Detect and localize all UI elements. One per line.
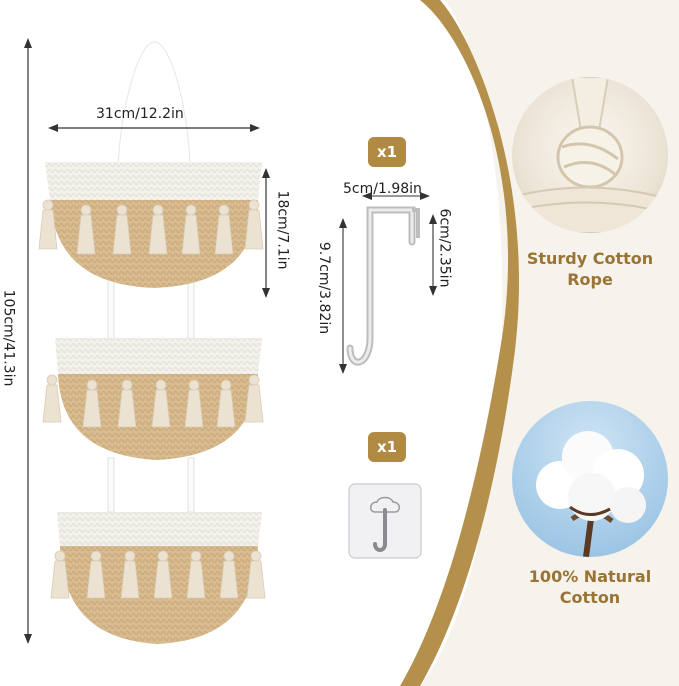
adhesive-hook-illustration (348, 483, 422, 559)
hook-quantity-badge: x1 (368, 137, 406, 167)
feature-label-cotton: 100% Natural Cotton (510, 566, 670, 608)
total-height-arrow (24, 38, 32, 644)
hanging-baskets-illustration (24, 38, 270, 644)
feature-label-cotton-line1: 100% Natural (528, 567, 652, 586)
adhesive-hook-quantity-badge: x1 (368, 432, 406, 462)
feature-label-rope: Sturdy Cotton Rope (510, 248, 670, 290)
basket-height-arrow (262, 168, 270, 298)
hook-height-label: 9.7cm/3.82in (316, 241, 333, 335)
over-door-hook-illustration (339, 192, 437, 374)
total-height-label: 105cm/41.3in (0, 289, 17, 387)
hook-width-label: 5cm/1.98in (343, 181, 422, 197)
feature-label-cotton-line2: Cotton (559, 588, 621, 607)
feature-label-rope-line2: Rope (567, 270, 613, 289)
cotton-boll-photo (512, 401, 668, 557)
basket-height-label: 18cm/7.1in (274, 190, 291, 270)
feature-label-rope-line1: Sturdy Cotton (526, 249, 654, 268)
hook-depth-label: 6cm/2.35in (436, 208, 453, 288)
basket-width-arrow (48, 124, 260, 132)
cotton-rope-photo (512, 77, 668, 233)
basket-width-label: 31cm/12.2in (96, 106, 184, 122)
